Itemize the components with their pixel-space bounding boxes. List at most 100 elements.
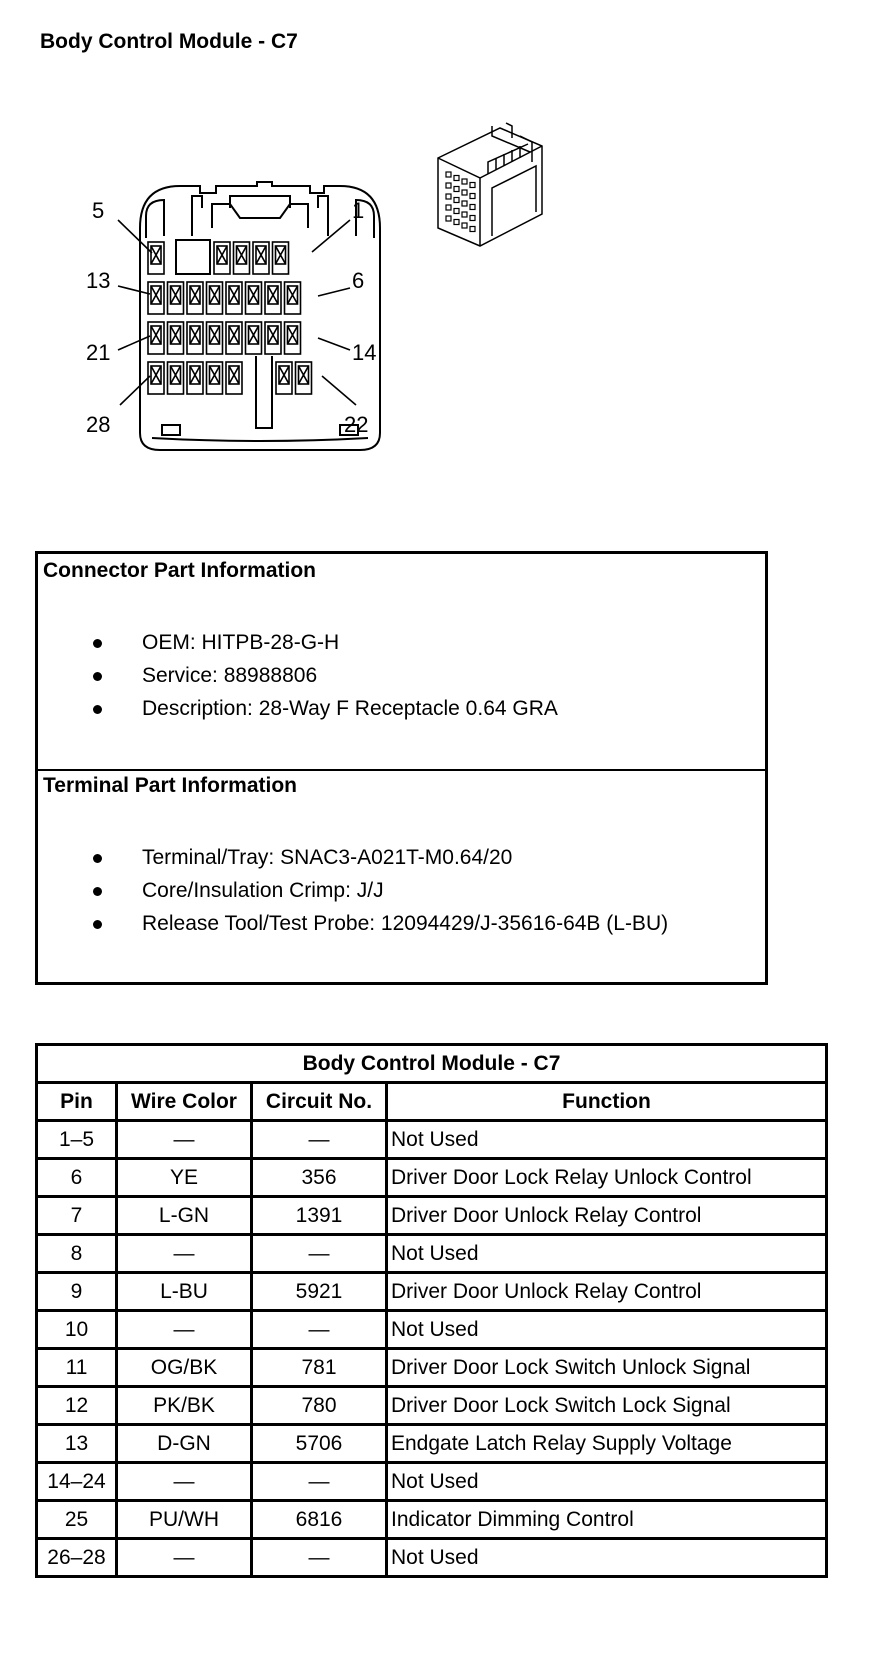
wire-color-cell: PU/WH <box>115 1499 253 1540</box>
pin-cavity <box>283 321 302 355</box>
pin-label-22: 22 <box>344 412 368 437</box>
circuit-cell: — <box>250 1119 388 1160</box>
pin-table-title: Body Control Module - C7 <box>35 1043 828 1084</box>
circuit-cell: 6816 <box>250 1499 388 1540</box>
function-cell: Not Used <box>385 1119 828 1160</box>
circuit-cell: — <box>250 1537 388 1578</box>
pin-cavity <box>166 321 185 355</box>
function-cell: Not Used <box>385 1233 828 1274</box>
table-row: 1–5——Not Used <box>35 1119 828 1160</box>
pin-cavity <box>186 361 204 395</box>
pin-cavity <box>225 361 243 395</box>
pin-cell: 13 <box>35 1423 118 1464</box>
pin-cavity <box>264 321 282 355</box>
wire-color-cell: L-GN <box>115 1195 253 1236</box>
release-tool-item: Release Tool/Test Probe: 12094429/J-3561… <box>38 907 668 940</box>
pin-cavity <box>264 281 282 315</box>
pin-cavities <box>147 241 313 395</box>
wire-color-cell: PK/BK <box>115 1385 253 1426</box>
pin-cavity <box>294 361 313 395</box>
terminal-part-info-list: Terminal/Tray: SNAC3-A021T-M0.64/20 Core… <box>38 841 668 940</box>
pin-label-21: 21 <box>86 340 110 365</box>
wire-color-cell: L-BU <box>115 1271 253 1312</box>
pin-label-5: 5 <box>92 198 104 223</box>
function-cell: Driver Door Unlock Relay Control <box>385 1271 828 1312</box>
wire-color-cell: YE <box>115 1157 253 1198</box>
table-row: 14–24——Not Used <box>35 1461 828 1502</box>
function-cell: Not Used <box>385 1461 828 1502</box>
function-cell: Endgate Latch Relay Supply Voltage <box>385 1423 828 1464</box>
header-circuit: Circuit No. <box>250 1081 388 1122</box>
page-title: Body Control Module - C7 <box>40 30 298 53</box>
pin-label-28: 28 <box>86 412 110 437</box>
connector-part-info-title: Connector Part Information <box>43 559 317 582</box>
circuit-cell: 1391 <box>250 1195 388 1236</box>
pin-cavity <box>275 361 293 395</box>
pin-cell: 11 <box>35 1347 118 1388</box>
header-function: Function <box>385 1081 828 1122</box>
pin-cell: 14–24 <box>35 1461 118 1502</box>
pin-cavity <box>147 241 165 275</box>
pin-cavity <box>147 321 165 355</box>
pin-cell: 7 <box>35 1195 118 1236</box>
wire-color-cell: — <box>115 1461 253 1502</box>
circuit-cell: 356 <box>250 1157 388 1198</box>
circuit-cell: — <box>250 1461 388 1502</box>
pin-cavity <box>205 281 224 315</box>
pin-cavity <box>213 241 231 275</box>
pin-cavity <box>244 321 263 355</box>
circuit-cell: — <box>250 1309 388 1350</box>
function-cell: Driver Door Unlock Relay Control <box>385 1195 828 1236</box>
function-cell: Driver Door Lock Switch Lock Signal <box>385 1385 828 1426</box>
pin-table: Body Control Module - C7 Pin Wire Color … <box>35 1043 828 1578</box>
pin-cell: 26–28 <box>35 1537 118 1578</box>
part-information-box: Connector Part Information OEM: HITPB-28… <box>35 551 768 985</box>
wire-color-cell: — <box>115 1537 253 1578</box>
oem-item: OEM: HITPB-28-G-H <box>38 626 558 659</box>
pin-cavity <box>252 241 270 275</box>
description-item: Description: 28-Way F Receptacle 0.64 GR… <box>38 692 558 725</box>
pin-label-6: 6 <box>352 268 364 293</box>
header-pin: Pin <box>35 1081 118 1122</box>
pin-cell: 1–5 <box>35 1119 118 1160</box>
pin-cavity <box>186 321 204 355</box>
pin-cell: 6 <box>35 1157 118 1198</box>
pin-cavity <box>225 321 243 355</box>
pin-cavity <box>186 281 204 315</box>
connector-part-info-list: OEM: HITPB-28-G-H Service: 88988806 Desc… <box>38 626 558 725</box>
header-wire-color: Wire Color <box>115 1081 253 1122</box>
pin-cavity <box>244 281 263 315</box>
service-item: Service: 88988806 <box>38 659 558 692</box>
pin-cavity <box>271 241 290 275</box>
pin-cell: 12 <box>35 1385 118 1426</box>
connector-isometric-view <box>437 122 543 247</box>
function-cell: Indicator Dimming Control <box>385 1499 828 1540</box>
terminal-part-info-title: Terminal Part Information <box>43 774 297 797</box>
pin-cavity <box>225 281 243 315</box>
connector-face-diagram: 5 1 13 6 21 14 28 22 <box>86 181 381 451</box>
function-cell: Not Used <box>385 1537 828 1578</box>
connector-part-info-section: Connector Part Information OEM: HITPB-28… <box>38 554 765 771</box>
circuit-cell: 5921 <box>250 1271 388 1312</box>
pin-cell: 9 <box>35 1271 118 1312</box>
table-row: 8——Not Used <box>35 1233 828 1274</box>
function-cell: Driver Door Lock Relay Unlock Control <box>385 1157 828 1198</box>
table-row: 26–28——Not Used <box>35 1537 828 1578</box>
pin-cell: 10 <box>35 1309 118 1350</box>
pin-cell: 25 <box>35 1499 118 1540</box>
pin-cavity <box>166 281 185 315</box>
terminal-part-info-section: Terminal Part Information Terminal/Tray:… <box>38 769 765 982</box>
function-cell: Driver Door Lock Switch Unlock Signal <box>385 1347 828 1388</box>
circuit-cell: 5706 <box>250 1423 388 1464</box>
wire-color-cell: OG/BK <box>115 1347 253 1388</box>
circuit-cell: — <box>250 1233 388 1274</box>
pin-label-1: 1 <box>352 198 364 223</box>
pin-label-14: 14 <box>352 340 376 365</box>
